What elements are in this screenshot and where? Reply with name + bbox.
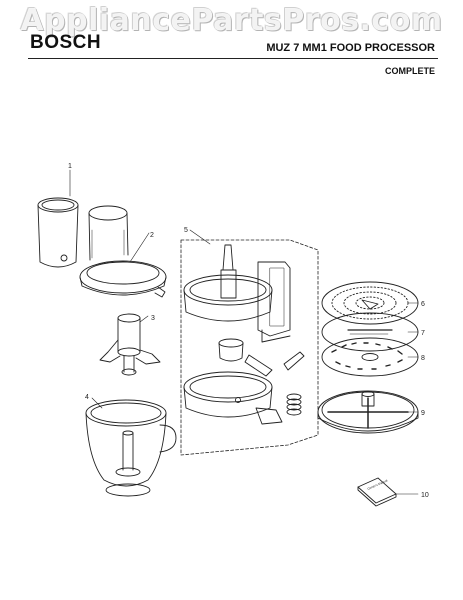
page-title: MUZ 7 MM1 FOOD PROCESSOR — [266, 42, 435, 54]
brand-logo: BOSCH — [30, 32, 102, 53]
part-2-lid — [79, 260, 167, 298]
part-5-group-outline — [180, 239, 319, 456]
part-3-blade — [99, 313, 161, 376]
callout-8: 8 — [421, 355, 425, 362]
part-1-pusher — [37, 197, 129, 268]
watermark: AppliancePartsPros.com — [20, 3, 443, 38]
callout-7: 7 — [421, 330, 425, 337]
header-rule — [28, 58, 438, 59]
callout-5: 5 — [184, 227, 188, 234]
callout-6: 6 — [421, 301, 425, 308]
callout-2: 2 — [150, 232, 154, 239]
part-7-slicing-disc — [321, 312, 419, 352]
part-5-disc-holder — [183, 244, 291, 343]
part-5-lower-ring — [183, 371, 283, 425]
part-8-grating-disc — [321, 337, 419, 377]
page-subtitle: COMPLETE — [384, 66, 435, 76]
leader-lines — [69, 169, 419, 495]
callout-10: 10 — [421, 492, 429, 499]
callout-3: 3 — [151, 315, 155, 322]
part-9-disc-carrier — [317, 390, 419, 434]
callout-4: 4 — [85, 394, 89, 401]
callout-1: 1 — [68, 163, 72, 170]
part-5-hub-and-spring — [218, 338, 305, 416]
callout-9: 9 — [421, 410, 425, 417]
part-6-shredding-disc — [321, 281, 419, 325]
part-4-bowl — [85, 399, 177, 497]
